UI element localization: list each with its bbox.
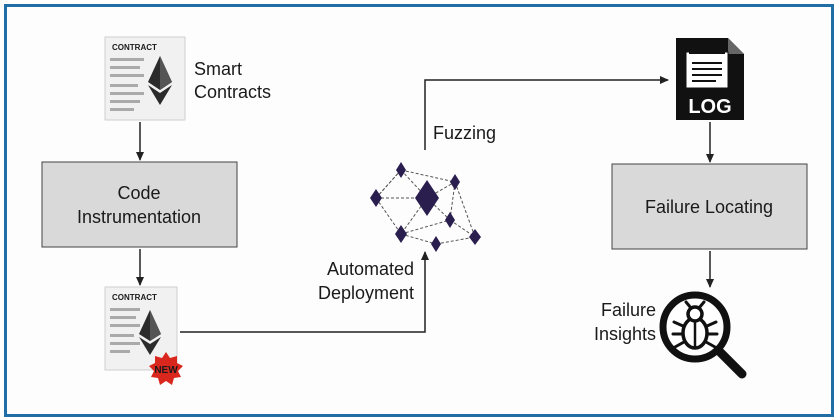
- contract-header: CONTRACT: [112, 43, 157, 52]
- bug-magnifier-icon: [659, 291, 747, 379]
- smart-contracts-label-line2: Contracts: [194, 82, 271, 102]
- failure-insights-label-line1: Failure: [601, 300, 656, 320]
- log-file-label: LOG: [688, 96, 731, 118]
- log-file-icon: LOG: [676, 38, 744, 120]
- fuzzing-label: Fuzzing: [433, 123, 496, 143]
- automated-deployment-label-line1: Automated: [327, 259, 414, 279]
- failure-locating-label: Failure Locating: [645, 197, 773, 217]
- automated-deployment-label-line2: Deployment: [318, 283, 414, 303]
- contract-header: CONTRACT: [112, 293, 157, 302]
- smart-contracts-label-line1: Smart: [194, 59, 242, 79]
- instrumented-contract-icon: CONTRACT NEW: [104, 286, 183, 385]
- failure-locating-box: [611, 163, 808, 250]
- ethereum-logo-icon: [148, 56, 172, 105]
- ethereum-logo-icon: [139, 310, 161, 355]
- arrow-fuzzing-to-log: [424, 76, 669, 150]
- code-instrumentation-label-line2: Instrumentation: [77, 207, 201, 227]
- arrow-contract-to-deployment: [180, 251, 429, 333]
- code-instrumentation-box: [41, 161, 238, 248]
- failure-insights-label-line2: Insights: [594, 324, 656, 344]
- new-badge-label: NEW: [154, 365, 178, 376]
- new-badge-icon: NEW: [149, 352, 183, 385]
- code-instrumentation-label-line1: Code: [117, 183, 160, 203]
- ethereum-network-icon: [370, 162, 481, 252]
- contract-document-icon: CONTRACT: [104, 36, 186, 121]
